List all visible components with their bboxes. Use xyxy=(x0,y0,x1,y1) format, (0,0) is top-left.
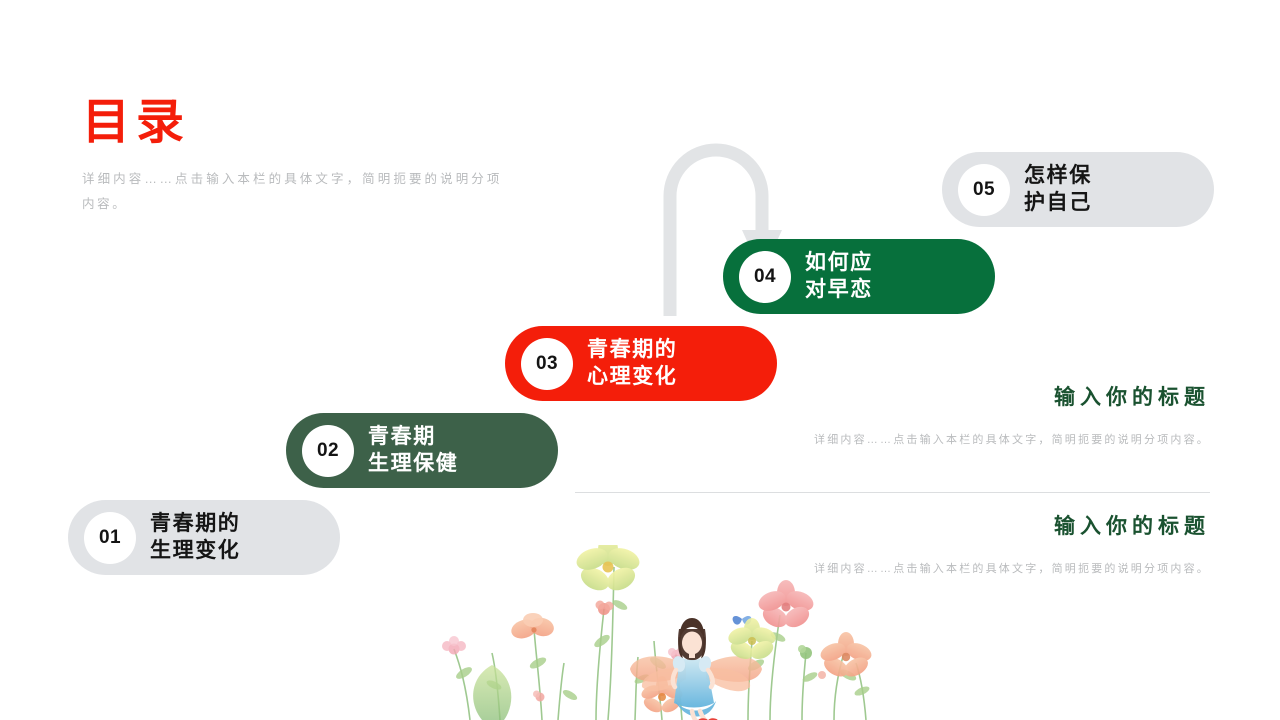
info-block-2: 输入你的标题 详细内容……点击输入本栏的具体文字，简明扼要的说明分项内容。 xyxy=(778,514,1210,581)
agenda-label-02: 青春期 生理保健 xyxy=(368,424,459,475)
agenda-number-01: 01 xyxy=(84,511,136,564)
agenda-label-04: 如何应 对早恋 xyxy=(805,250,873,301)
agenda-number-03: 03 xyxy=(521,337,573,390)
agenda-label-01: 青春期的 生理变化 xyxy=(150,511,241,562)
agenda-item-05[interactable]: 05 怎样保 护自己 xyxy=(942,152,1214,227)
info-heading-2: 输入你的标题 xyxy=(1054,515,1210,538)
agenda-item-03[interactable]: 03 青春期的 心理变化 xyxy=(505,326,777,401)
page-title-description: 详细内容……点击输入本栏的具体文字，简明扼要的说明分项内容。 xyxy=(82,171,502,211)
info-heading-1: 输入你的标题 xyxy=(1054,386,1210,409)
agenda-number-05: 05 xyxy=(958,163,1010,216)
agenda-label-05: 怎样保 护自己 xyxy=(1024,163,1092,214)
info-description-2: 详细内容……点击输入本栏的具体文字，简明扼要的说明分项内容。 xyxy=(814,563,1210,576)
page-title: 目录 xyxy=(82,96,191,149)
agenda-number-02: 02 xyxy=(302,424,354,477)
agenda-item-04[interactable]: 04 如何应 对早恋 xyxy=(723,239,995,314)
agenda-item-02[interactable]: 02 青春期 生理保健 xyxy=(286,413,558,488)
agenda-item-01[interactable]: 01 青春期的 生理变化 xyxy=(68,500,340,575)
agenda-label-03: 青春期的 心理变化 xyxy=(587,337,678,388)
info-block-1: 输入你的标题 详细内容……点击输入本栏的具体文字，简明扼要的说明分项内容。 xyxy=(778,385,1210,452)
title-block: 目录 详细内容……点击输入本栏的具体文字，简明扼要的说明分项内容。 xyxy=(82,97,512,217)
agenda-number-04: 04 xyxy=(739,250,791,303)
info-description-1: 详细内容……点击输入本栏的具体文字，简明扼要的说明分项内容。 xyxy=(814,434,1210,447)
info-divider xyxy=(575,492,1210,493)
